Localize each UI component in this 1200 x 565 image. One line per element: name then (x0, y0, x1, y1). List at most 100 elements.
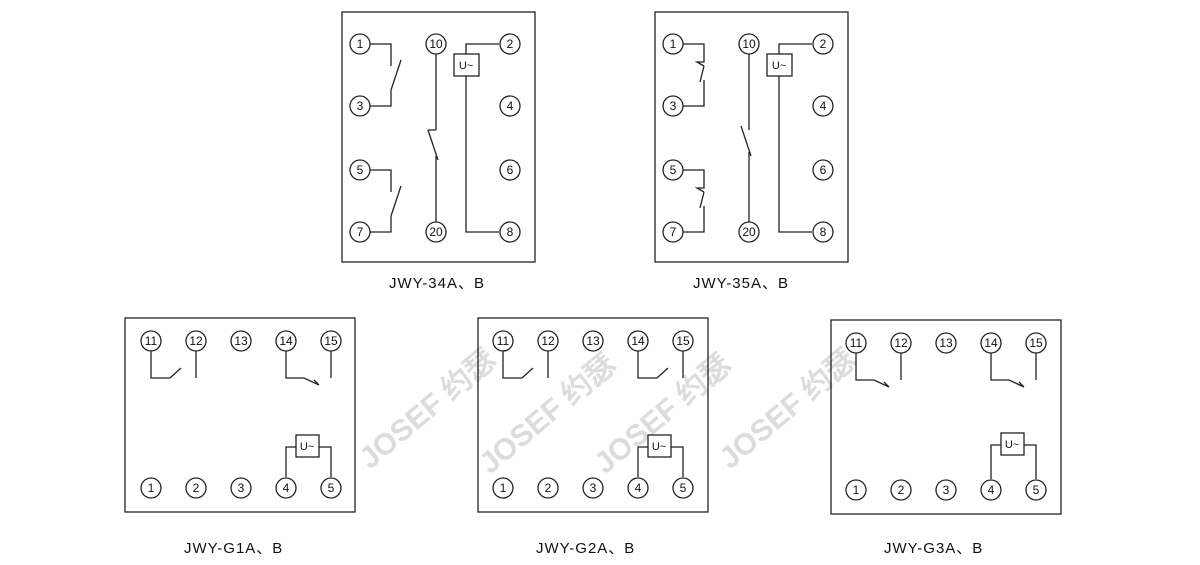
coil-box (766, 53, 793, 77)
terminal-circle (537, 477, 559, 499)
coil-wiring-4-5 (285, 446, 332, 477)
terminal-label: 5 (1033, 483, 1040, 497)
coil-label: U~ (459, 60, 473, 72)
terminal-label: 5 (670, 163, 677, 177)
coil-box (1000, 432, 1025, 456)
terminal-circle (349, 221, 371, 243)
contact-14-15 (990, 353, 1037, 388)
diagram-caption: JWY-G3A、B (884, 540, 984, 557)
diagram-jwy-g1ab (124, 317, 356, 513)
terminal-label: 4 (820, 99, 827, 113)
diagram-frame (830, 319, 1062, 515)
terminal-label: 10 (429, 37, 443, 51)
terminal-circle (662, 221, 684, 243)
coil-label: U~ (652, 441, 666, 453)
terminal-label: 8 (507, 225, 514, 239)
terminal-circle (140, 330, 162, 352)
terminal-label: 13 (939, 336, 953, 350)
terminal-circle (492, 477, 514, 499)
coil-box (453, 53, 480, 77)
watermark: JOSEF 约瑟 JOSEF 约瑟 JOSEF 约瑟 JOSEF 约瑟 (353, 343, 862, 480)
terminal-label: 11 (850, 336, 863, 350)
terminal-circle (1025, 332, 1047, 354)
terminal-circle (499, 33, 521, 55)
terminal-circle (662, 95, 684, 117)
terminal-label: 3 (238, 481, 245, 495)
contact-10-20 (740, 54, 752, 222)
coil-label: U~ (300, 441, 314, 453)
terminal-label: 12 (894, 336, 908, 350)
terminal-label: 1 (500, 481, 507, 495)
diagram-frame (477, 317, 709, 513)
terminal-label: 1 (670, 37, 677, 51)
terminal-label: 20 (429, 225, 443, 239)
terminal-circle (812, 159, 834, 181)
terminal-circle (425, 221, 447, 243)
terminal-label: 2 (545, 481, 552, 495)
contact-14-15 (285, 351, 332, 386)
terminal-circle (1025, 479, 1047, 501)
terminal-circle (812, 33, 834, 55)
terminal-circle (425, 33, 447, 55)
terminal-circle (845, 332, 867, 354)
terminal-label: 2 (193, 481, 200, 495)
diagram-frame (654, 11, 849, 263)
contact-10-20 (427, 54, 439, 222)
terminal-label: 15 (1029, 336, 1043, 350)
diagram-caption: JWY-34A、B (389, 275, 485, 292)
no-contact-5-7 (369, 169, 402, 233)
terminal-circle (935, 332, 957, 354)
terminal-circle (185, 477, 207, 499)
terminal-label: 1 (148, 481, 155, 495)
watermark-text: JOSEF 约瑟 (713, 343, 862, 475)
terminal-circle (499, 221, 521, 243)
terminal-label: 14 (631, 334, 645, 348)
terminal-label: 10 (742, 37, 756, 51)
coil-label: U~ (1005, 439, 1019, 451)
diagram-jwy-g3ab (830, 319, 1062, 515)
nc-contact-1-3 (682, 43, 705, 107)
terminal-label: 15 (324, 334, 338, 348)
terminal-circle (275, 330, 297, 352)
contact-11-12 (855, 353, 902, 388)
diagram-jwy-35ab (654, 11, 849, 263)
terminal-circle (627, 477, 649, 499)
terminal-circle (275, 477, 297, 499)
terminal-circle (627, 330, 649, 352)
terminal-circle (185, 330, 207, 352)
terminal-circle (662, 159, 684, 181)
terminal-circle (980, 332, 1002, 354)
terminal-label: 1 (357, 37, 364, 51)
terminal-label: 2 (507, 37, 514, 51)
terminal-label: 8 (820, 225, 827, 239)
terminal-circle (537, 330, 559, 352)
contact-11-12 (150, 351, 197, 379)
terminal-circle (662, 33, 684, 55)
terminal-label: 2 (898, 483, 905, 497)
contact-14-15 (637, 351, 684, 379)
terminal-circle (349, 159, 371, 181)
diagram-caption: JWY-G1A、B (184, 540, 284, 557)
terminal-circle (812, 221, 834, 243)
coil-wiring-2-8 (465, 43, 499, 233)
terminal-circle (672, 330, 694, 352)
terminal-label: 20 (742, 225, 756, 239)
coil-wiring-2-8 (778, 43, 812, 233)
nc-contact-5-7 (682, 169, 705, 233)
terminal-circle (738, 33, 760, 55)
diagram-jwy-g2ab (477, 317, 709, 513)
terminal-circle (140, 477, 162, 499)
terminal-label: 15 (676, 334, 690, 348)
terminal-label: 14 (984, 336, 998, 350)
terminal-label: 11 (145, 334, 158, 348)
terminal-label: 4 (283, 481, 290, 495)
terminal-circle (890, 332, 912, 354)
terminal-label: 6 (820, 163, 827, 177)
terminal-label: 11 (497, 334, 510, 348)
terminal-label: 6 (507, 163, 514, 177)
terminal-label: 13 (586, 334, 600, 348)
diagram-caption: JWY-G2A、B (536, 540, 636, 557)
terminal-circle (349, 33, 371, 55)
coil-box (295, 434, 320, 458)
